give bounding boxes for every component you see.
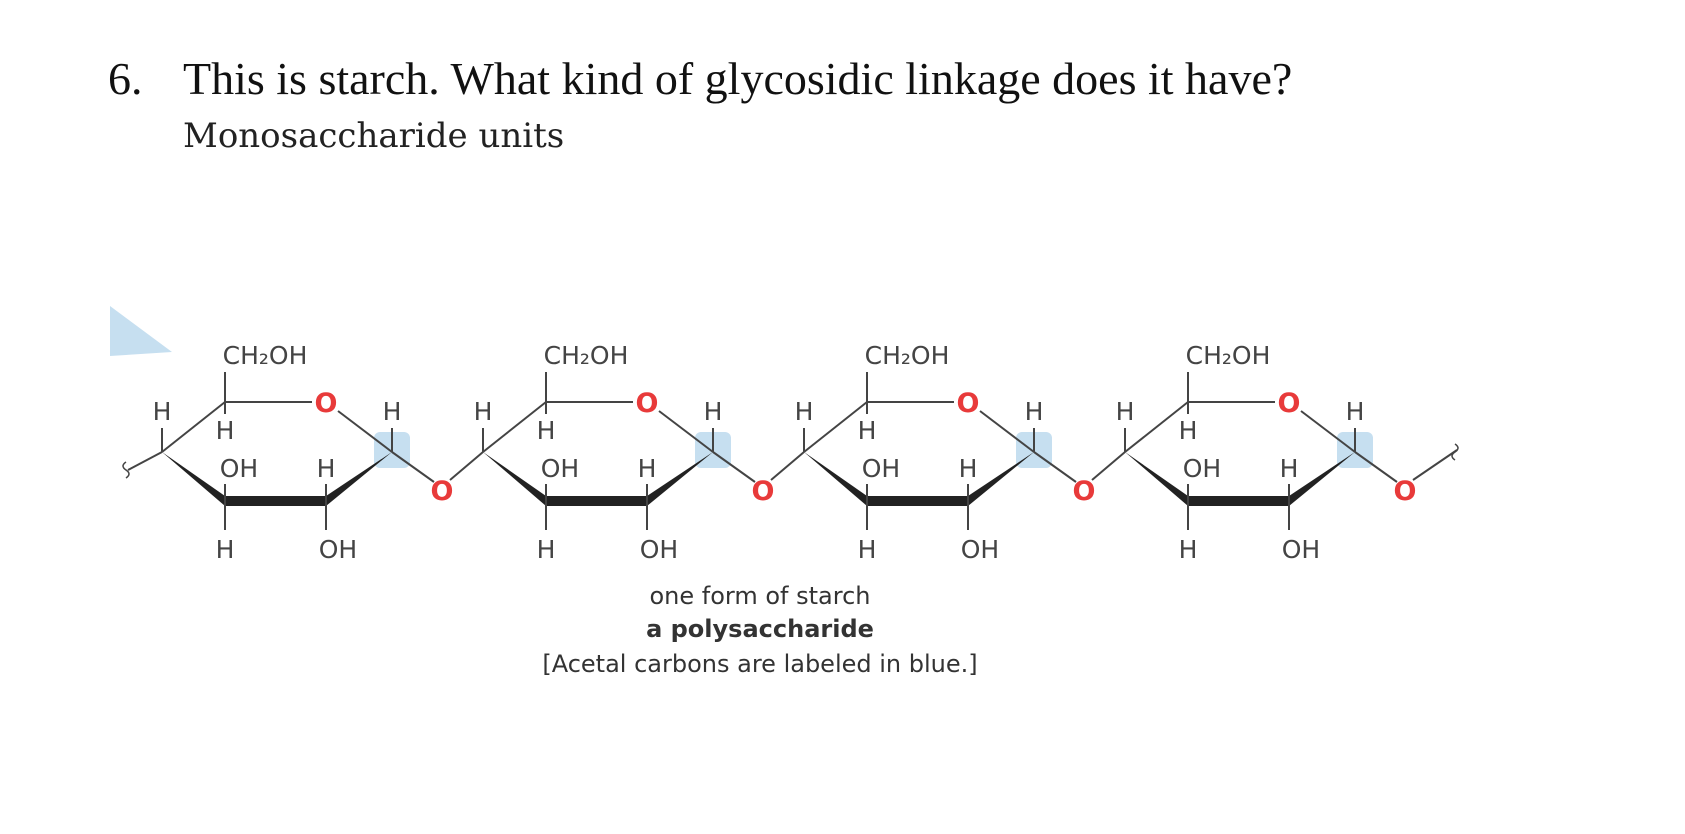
ring-oxygen-label: O: [315, 388, 338, 419]
h-label: H: [1025, 397, 1044, 426]
glycosidic-bond: [1033, 451, 1077, 483]
oh-label: OH: [640, 535, 678, 564]
h-label: H: [704, 397, 723, 426]
subtitle: Monosaccharide units: [183, 116, 565, 156]
ch2oh-label: CH₂OH: [865, 341, 950, 370]
h-label: H: [537, 535, 556, 564]
ch2oh-label: CH₂OH: [544, 341, 629, 370]
wedge-bond: [1125, 452, 1188, 506]
glycosidic-bond: [449, 451, 484, 481]
oh-label: OH: [1183, 454, 1221, 483]
glycosidic-bond: [712, 451, 756, 483]
h-label: H: [1179, 535, 1198, 564]
oh-label: OH: [961, 535, 999, 564]
h-label: H: [1179, 416, 1198, 445]
h-label: H: [1116, 397, 1135, 426]
h-label: H: [317, 454, 336, 483]
wedge-bond: [968, 452, 1034, 506]
ring-bond: [1124, 401, 1189, 453]
wedge-bond: [483, 452, 546, 506]
glycosidic-bond: [1354, 451, 1398, 483]
ring-oxygen-label: O: [1278, 388, 1301, 419]
h-label: H: [474, 397, 493, 426]
caption-line-2: a polysaccharide: [646, 615, 874, 643]
question: 6. This is starch. What kind of glycosidi…: [108, 52, 1292, 105]
h-label: H: [638, 454, 657, 483]
h-label: H: [858, 416, 877, 445]
caption-line-1: one form of starch: [649, 582, 871, 610]
glycosidic-bond: [770, 451, 805, 481]
wedge-bond: [1289, 452, 1355, 506]
ring-bond: [1300, 410, 1356, 453]
wedge-bond: [804, 452, 867, 506]
chain-continuation-bond: [1412, 449, 1458, 481]
ring-bond: [658, 410, 714, 453]
wavy-end-icon: [1451, 443, 1459, 461]
wedge-bond: [326, 452, 392, 506]
ring-oxygen-label: O: [957, 388, 980, 419]
h-label: H: [383, 397, 402, 426]
wedge-bond: [162, 452, 225, 506]
ring-bond: [979, 410, 1035, 453]
ch2oh-label: CH₂OH: [223, 341, 308, 370]
h-label: H: [1280, 454, 1299, 483]
oh-label: OH: [541, 454, 579, 483]
ring-bond: [161, 401, 226, 453]
h-label: H: [537, 416, 556, 445]
oh-label: OH: [319, 535, 357, 564]
ring-bond: [337, 410, 393, 453]
h-label: H: [858, 535, 877, 564]
glycosidic-bond: [391, 451, 435, 483]
h-label: H: [216, 535, 235, 564]
glycosidic-oxygen-label: O: [752, 476, 775, 507]
h-label: H: [216, 416, 235, 445]
oh-label: OH: [220, 454, 258, 483]
question-number: 6.: [108, 53, 143, 104]
glycosidic-oxygen-label: O: [1073, 476, 1096, 507]
glycosidic-oxygen-label: O: [431, 476, 454, 507]
ch2oh-label: CH₂OH: [1186, 341, 1271, 370]
wavy-end-icon: [122, 461, 130, 479]
h-label: H: [153, 397, 172, 426]
ring-bond: [803, 401, 868, 453]
glycosidic-oxygen-label: O: [1394, 476, 1417, 507]
wedge-bond: [647, 452, 713, 506]
h-label: H: [1346, 397, 1365, 426]
h-label: H: [795, 397, 814, 426]
oh-label: OH: [1282, 535, 1320, 564]
chain-continuation-bond: [127, 451, 163, 471]
ring-oxygen-label: O: [636, 388, 659, 419]
oh-label: OH: [862, 454, 900, 483]
caption-line-3: [Acetal carbons are labeled in blue.]: [542, 650, 978, 678]
pointer-arrow-icon: [110, 306, 172, 356]
h-label: H: [959, 454, 978, 483]
glycosidic-bond: [1091, 451, 1126, 481]
question-text: This is starch. What kind of glycosidic …: [183, 53, 1293, 104]
ring-bond: [482, 401, 547, 453]
